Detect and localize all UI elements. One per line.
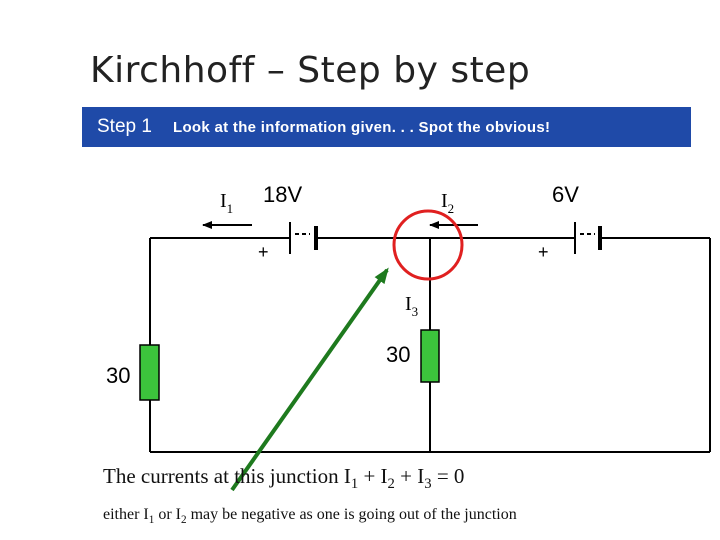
battery-6v-label: 6V [552,182,579,207]
step-banner: Step 1 Look at the information given. . … [82,107,691,147]
slide-title: Kirchhoff – Step by step [90,50,531,91]
battery-18v [289,222,318,254]
battery-18v-plus: + [258,242,269,262]
circuit-wires [149,238,711,453]
resistor-middle [420,329,440,383]
step-label: Step 1 [97,116,152,137]
battery-18v-label: 18V [263,182,302,207]
current-i1-label: I1 [220,190,233,216]
current-i2-label: I2 [441,190,454,216]
resistor-left [139,344,160,401]
junction-pointer-arrow [230,267,389,492]
current-i3-label: I3 [405,293,418,319]
battery-6v-plus: + [538,242,549,262]
battery-6v [574,222,602,254]
resistor-middle-label: 30 [386,342,410,367]
step-hint: Look at the information given. . . Spot … [173,119,551,136]
junction-equation: The currents at this junction I1 + I2 + … [103,464,465,493]
resistor-left-label: 30 [106,363,130,388]
sign-note: either I1 or I2 may be negative as one i… [103,506,517,527]
junction-circle [392,209,464,281]
